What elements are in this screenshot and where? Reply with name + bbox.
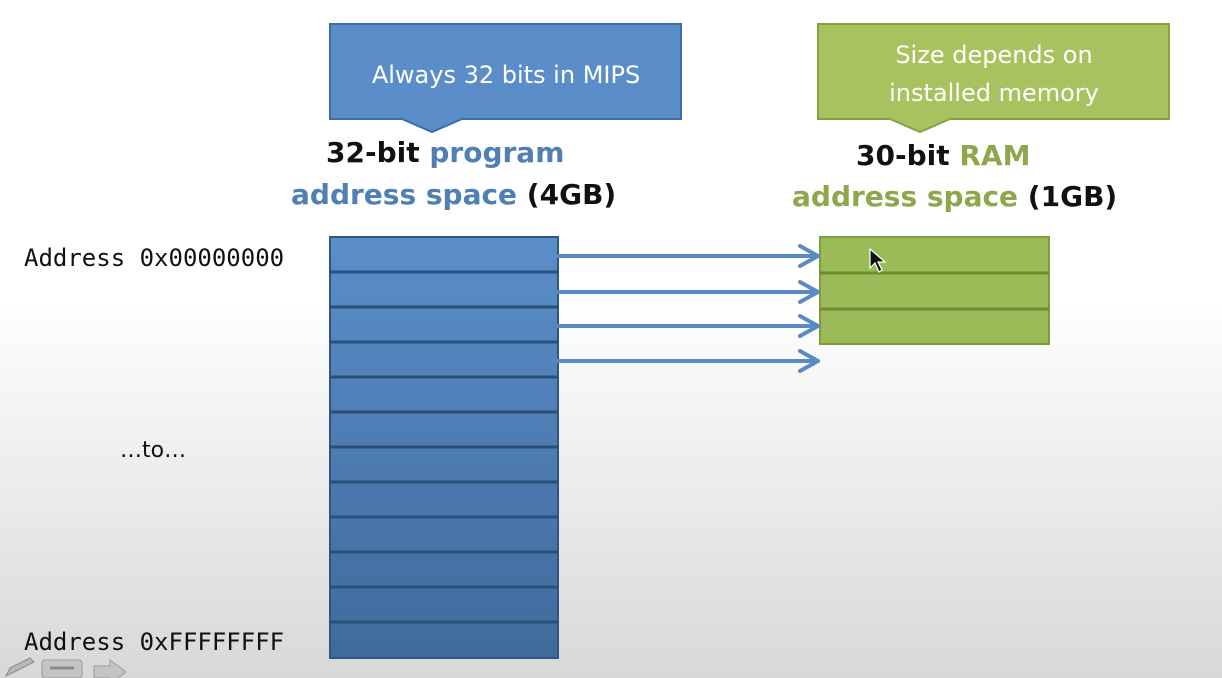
ram-heading-line2: address space (1GB) <box>792 180 1117 213</box>
pen-icon[interactable] <box>0 656 36 678</box>
ram-heading-size: (1GB) <box>1018 180 1118 213</box>
address-start-label: Address 0x00000000 <box>24 244 285 272</box>
mapping-arrow <box>556 314 820 338</box>
program-heading-line2: address space (4GB) <box>291 178 616 211</box>
program-heading-size: (4GB) <box>517 178 617 211</box>
address-end-label: Address 0xFFFFFFFF <box>24 628 285 656</box>
next-arrow-icon[interactable] <box>90 658 130 678</box>
mouse-cursor-icon <box>869 248 887 273</box>
program-heading-bits: 32-bit <box>326 136 430 169</box>
menu-icon[interactable] <box>40 658 86 678</box>
ellipsis-label: …to… <box>120 438 187 463</box>
ram-heading-word: RAM <box>959 139 1031 172</box>
mapping-arrow <box>556 244 820 268</box>
mapping-arrow <box>556 280 820 304</box>
ram-address-space <box>819 236 1050 345</box>
program-heading-space: address space <box>291 178 518 211</box>
ram-heading-line1: 30-bit RAM <box>856 139 1030 172</box>
program-heading-word: program <box>429 136 565 169</box>
ram-callout-line2: installed memory <box>889 79 1099 107</box>
ram-heading-space: address space <box>792 180 1019 213</box>
program-heading-line1: 32-bit program <box>326 136 564 169</box>
program-address-space <box>329 236 559 659</box>
ram-heading-bits: 30-bit <box>856 139 960 172</box>
ram-callout-text: Size depends on installed memory <box>818 36 1170 112</box>
program-callout <box>329 23 682 134</box>
mapping-arrow <box>556 349 820 373</box>
ram-callout <box>817 23 1170 134</box>
program-callout-text: Always 32 bits in MIPS <box>371 61 641 89</box>
mapping-arrows <box>556 244 820 373</box>
ram-callout-line1: Size depends on <box>895 41 1093 69</box>
